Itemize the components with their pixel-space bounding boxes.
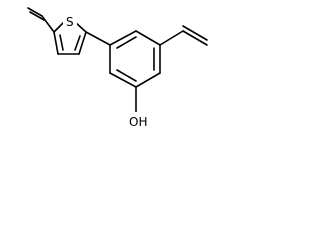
benzene-bond-4 (135, 72, 161, 88)
chemical-structure-diagram: S OH (27, 7, 208, 129)
aldehyde-double-bond-benzene (182, 30, 208, 46)
benzene-bond-5 (109, 72, 137, 88)
thiophene-inner-double-c4-c5 (74, 35, 81, 51)
thiophene-bond-c2-s (53, 21, 65, 33)
hydroxyl-label-bg (128, 112, 150, 128)
biaryl-bond (85, 31, 111, 46)
aldehyde-double-bond-thiophene (27, 7, 43, 17)
hydroxyl-atom-label: OH (129, 115, 147, 129)
aldehyde-double-bond-benzene-inner (182, 25, 208, 41)
thiophene-bond-c5-c4 (78, 31, 87, 55)
aldehyde-double-bond-thiophene-inner (29, 11, 45, 21)
benzene-bond-2 (135, 30, 161, 46)
aldehyde-bond-benzene (159, 30, 184, 46)
thiophene-bond-c3-c2 (53, 31, 59, 55)
aldehyde-bond-thiophene (41, 15, 55, 33)
benzene-inner-double-1 (116, 36, 137, 49)
benzene-bond-1 (109, 30, 137, 46)
thiophene-inner-double-c2-c3 (59, 34, 64, 51)
sulfur-atom-label: S (66, 15, 74, 29)
benzene-inner-double-3 (116, 69, 137, 82)
sulfur-label-bg (63, 12, 77, 28)
